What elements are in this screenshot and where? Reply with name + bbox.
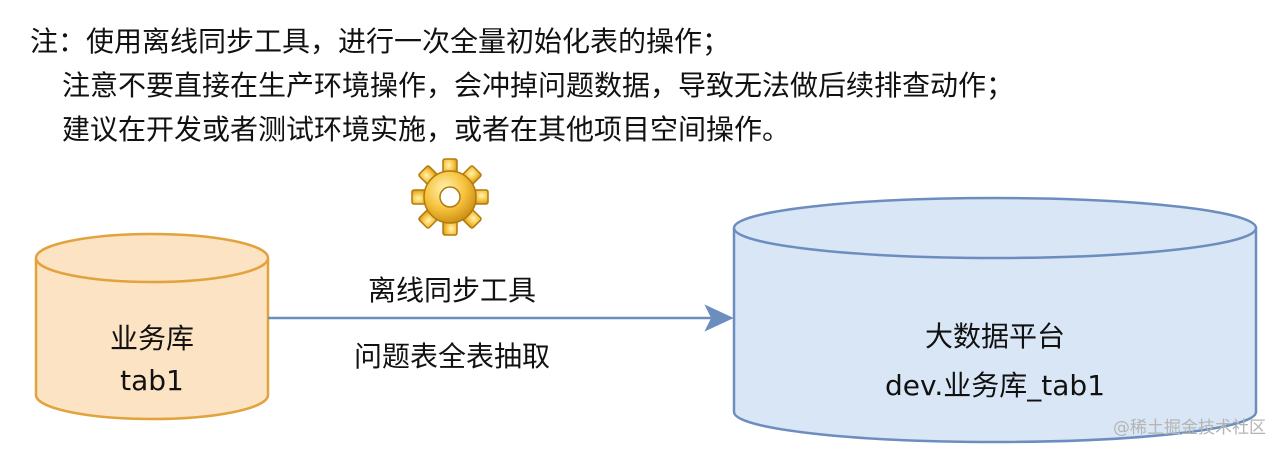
sync-arrow (268, 304, 734, 332)
target-db-body (732, 228, 1258, 444)
source-db-top (34, 232, 270, 284)
source-database: 业务库 tab1 (34, 232, 270, 421)
source-db-body (34, 258, 270, 421)
source-db-title: 业务库 (110, 322, 194, 355)
gear-icon (411, 158, 489, 236)
note-line-1: 注：使用离线同步工具，进行一次全量初始化表的操作； (30, 25, 731, 58)
target-db-table: dev.业务库_tab1 (885, 369, 1105, 402)
connector-bottom-label: 问题表全表抽取 (354, 340, 550, 373)
note-line-2: 注意不要直接在生产环境操作，会冲掉问题数据，导致无法做后续排查动作； (62, 69, 1015, 102)
watermark: @稀土掘金技术社区 (1113, 418, 1266, 438)
source-db-table: tab1 (120, 364, 184, 397)
target-db-top (732, 196, 1258, 260)
target-db-title: 大数据平台 (925, 320, 1065, 353)
target-database: 大数据平台 dev.业务库_tab1 (732, 196, 1258, 444)
note-text: 注：使用离线同步工具，进行一次全量初始化表的操作； 注意不要直接在生产环境操作，… (30, 20, 1014, 152)
note-line-3: 建议在开发或者测试环境实施，或者在其他项目空间操作。 (62, 113, 791, 146)
connector-top-label: 离线同步工具 (368, 274, 536, 307)
